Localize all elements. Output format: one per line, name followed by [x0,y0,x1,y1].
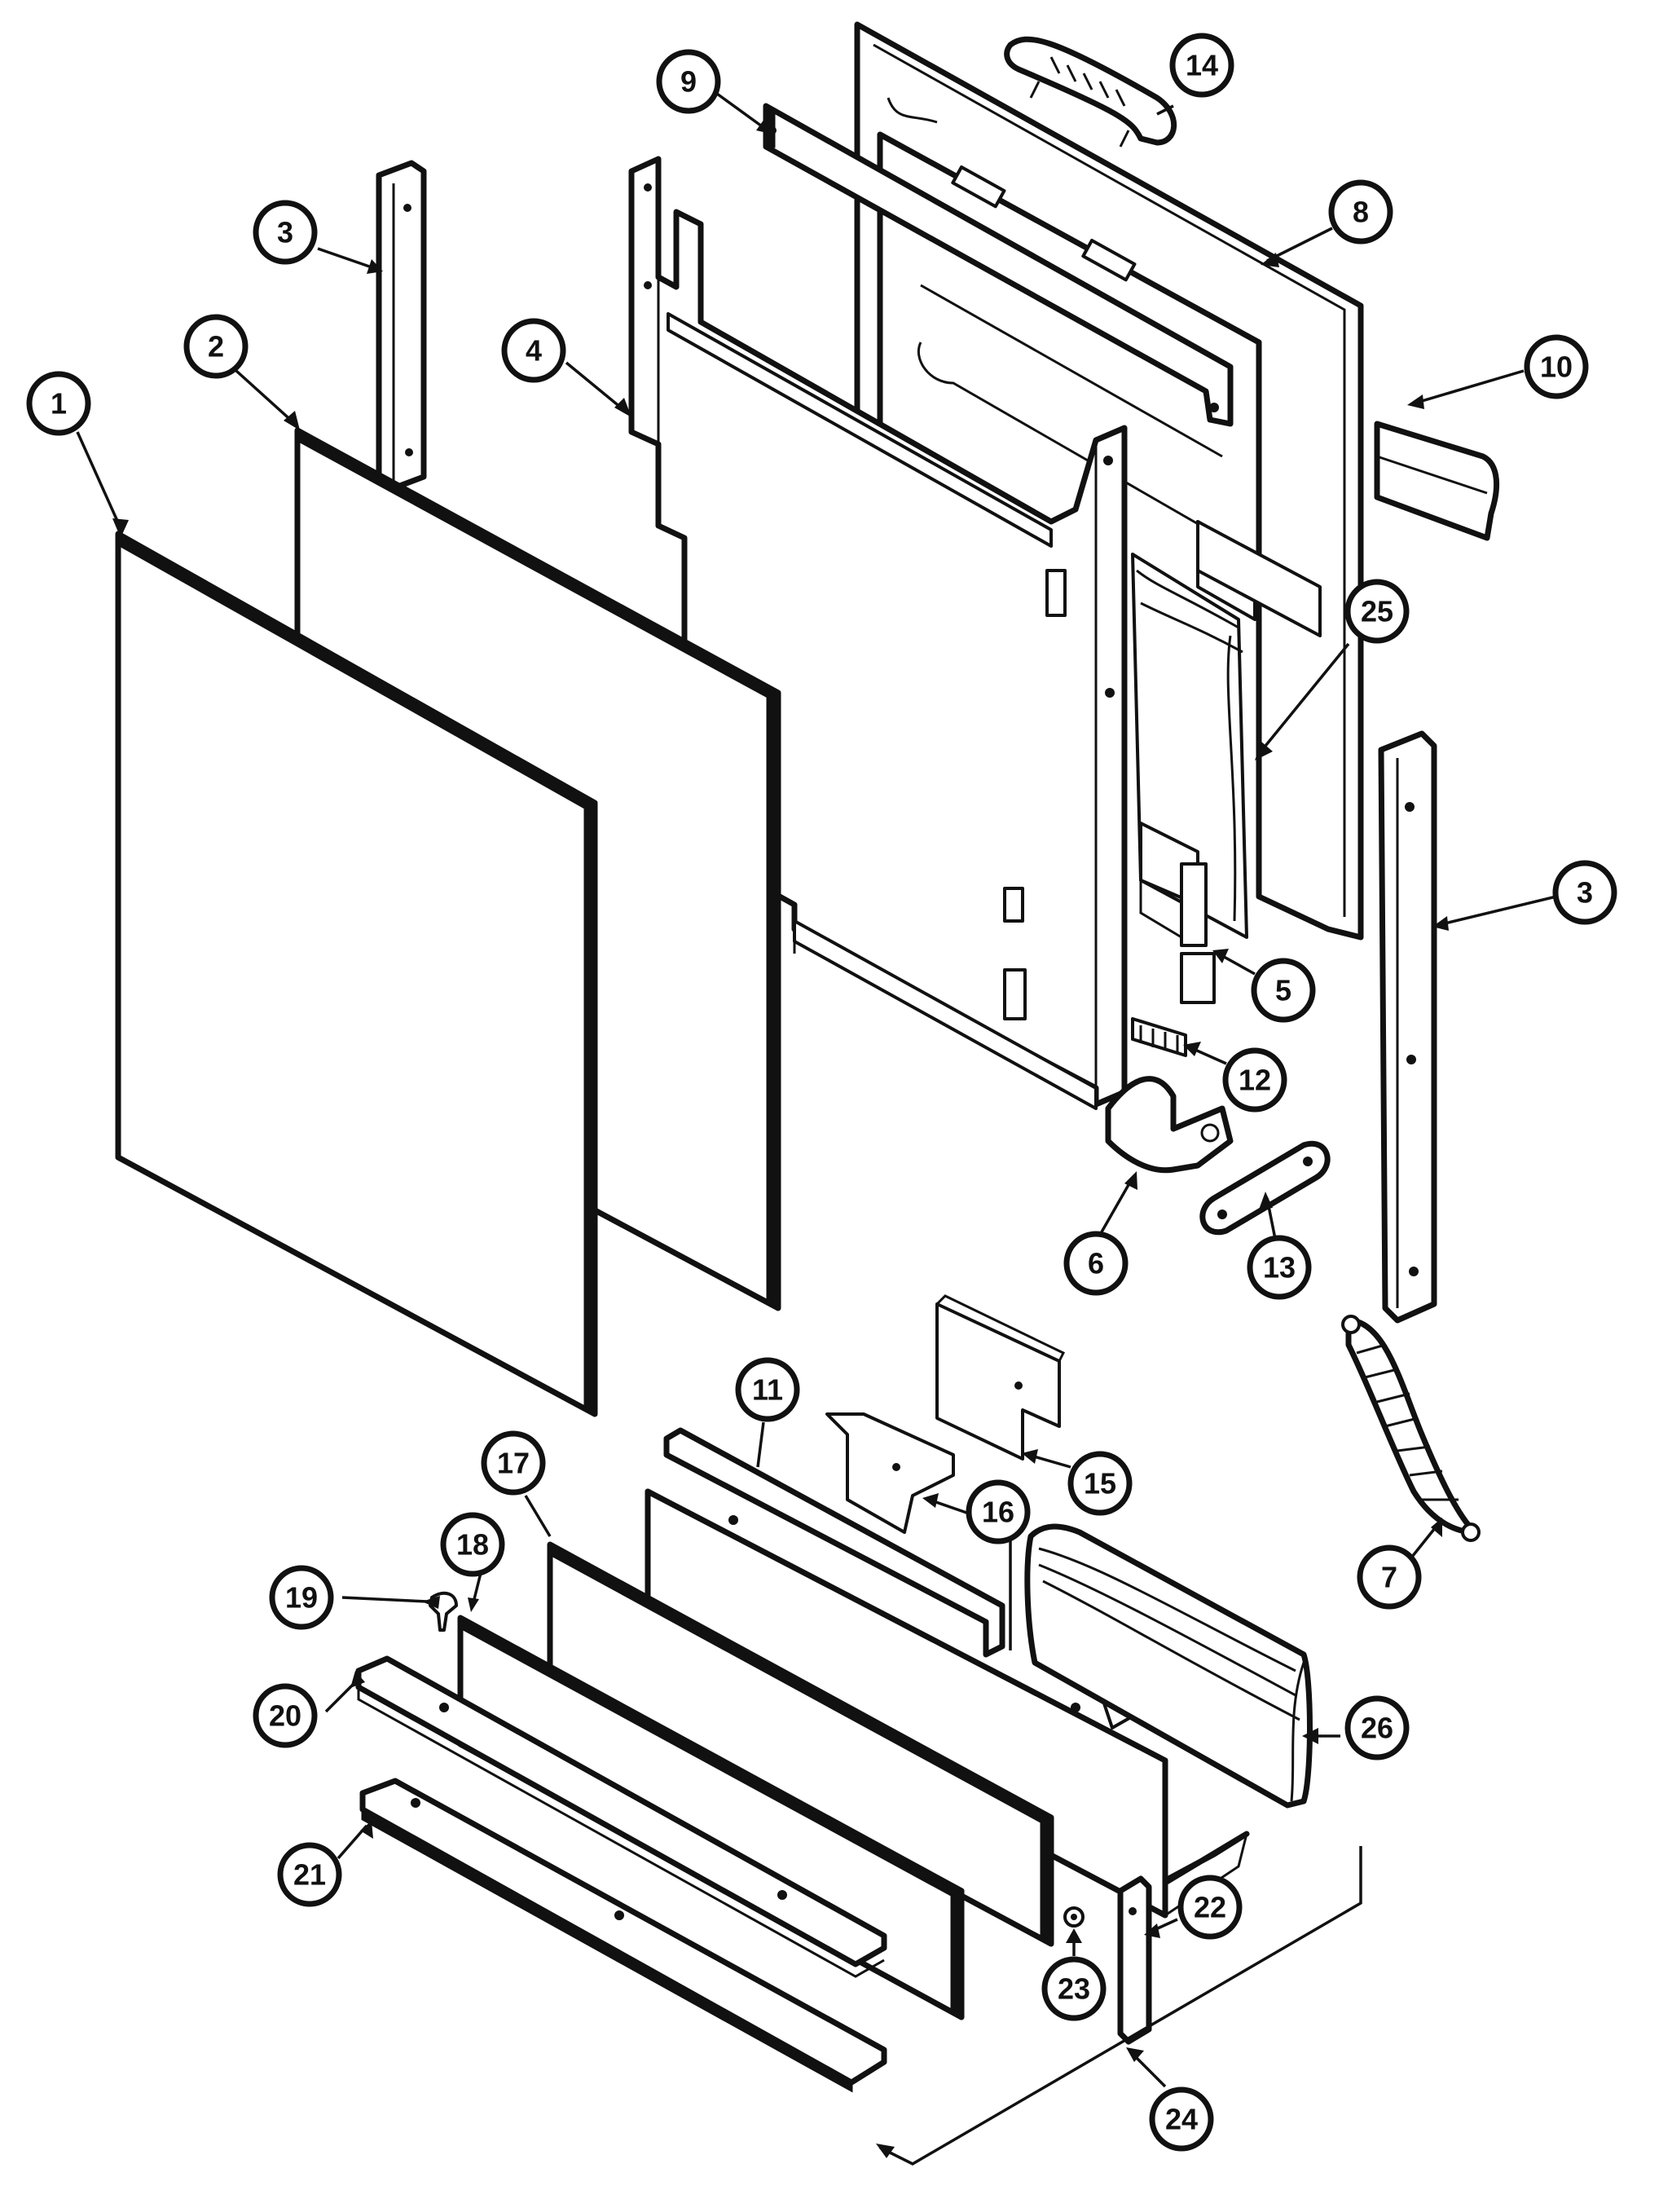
callout-23: 23 [1041,1956,1107,2021]
svg-text:7: 7 [1381,1561,1397,1594]
part-3-left-side-rail [376,160,427,492]
part-5-latch-bracket [1139,822,1216,1004]
svg-text:1: 1 [51,387,67,421]
svg-text:10: 10 [1540,350,1573,384]
callout-20: 20 [253,1683,318,1748]
svg-text:8: 8 [1353,196,1369,229]
callout-3-right: 3 [1552,860,1617,925]
callout-16: 16 [966,1479,1031,1544]
svg-text:17: 17 [497,1447,530,1480]
svg-text:18: 18 [456,1528,489,1562]
callout-3-left: 3 [253,200,318,265]
svg-text:23: 23 [1058,1972,1090,2006]
svg-text:15: 15 [1084,1467,1116,1500]
callout-15: 15 [1067,1451,1133,1516]
svg-text:26: 26 [1361,1712,1393,1745]
part-23-nut [1063,1906,1085,1928]
svg-text:12: 12 [1239,1064,1271,1097]
part-7-door-spring [1341,1315,1481,1542]
callout-1: 1 [26,371,91,436]
callout-17: 17 [481,1430,546,1496]
svg-text:25: 25 [1361,595,1393,628]
part-15-mounting-bracket [935,1294,1066,1461]
part-10-lower-bracket [1196,520,1322,637]
leader-lines [76,92,1557,2088]
callout-25: 25 [1344,579,1410,644]
callout-9: 9 [656,49,721,114]
callout-7: 7 [1357,1544,1422,1610]
callout-19: 19 [269,1565,334,1630]
part-6-hinge-bracket [1105,1076,1234,1174]
callout-26: 26 [1344,1695,1410,1760]
svg-text:2: 2 [208,330,224,364]
arrowheads [112,119,1449,2158]
svg-text:4: 4 [526,334,542,368]
callout-5: 5 [1251,958,1316,1023]
callout-12: 12 [1222,1047,1287,1113]
callout-11: 11 [735,1357,800,1422]
svg-text:6: 6 [1088,1247,1104,1280]
callout-2: 2 [183,314,249,379]
svg-text:20: 20 [269,1699,301,1733]
callout-8: 8 [1328,179,1393,245]
part-24-assembly-bracket [879,1846,1362,2166]
svg-text:24: 24 [1165,2103,1198,2136]
callout-18: 18 [440,1512,505,1577]
callout-24: 24 [1149,2086,1214,2152]
callout-21: 21 [277,1842,342,1907]
part-26-lower-insulation [1024,1523,1313,1809]
callout-4: 4 [501,318,566,383]
svg-text:3: 3 [277,216,293,249]
callout-22: 22 [1177,1875,1243,1940]
part-22-end-cap [1117,1875,1152,2045]
part-20-lower-trim [355,1655,887,1978]
part-16-small-bracket [825,1412,955,1534]
part-17-kick-panel [547,1541,1054,1947]
part-1-front-panel [115,531,598,1417]
svg-text:9: 9 [680,65,697,99]
svg-text:21: 21 [293,1858,326,1892]
part-10-upper-bracket [1374,421,1500,541]
svg-text:13: 13 [1263,1251,1296,1284]
callout-14: 14 [1169,33,1234,98]
callout-6: 6 [1063,1231,1129,1296]
part-21-bottom-trim [359,1778,887,2093]
callout-10: 10 [1524,334,1589,399]
part-9-top-strip [763,103,1234,427]
svg-text:11: 11 [752,1373,783,1407]
svg-text:16: 16 [982,1496,1014,1529]
part-14-door-handle [1004,36,1177,148]
svg-text:19: 19 [285,1581,318,1615]
svg-text:22: 22 [1194,1891,1226,1924]
svg-text:5: 5 [1275,974,1291,1007]
svg-text:14: 14 [1186,49,1218,82]
part-3-right-side-rail [1378,730,1437,1324]
svg-text:3: 3 [1577,876,1593,910]
part-12-vent-strip [1131,1017,1187,1057]
part-13-hinge-link [1199,1140,1331,1236]
callout-13: 13 [1247,1235,1312,1300]
